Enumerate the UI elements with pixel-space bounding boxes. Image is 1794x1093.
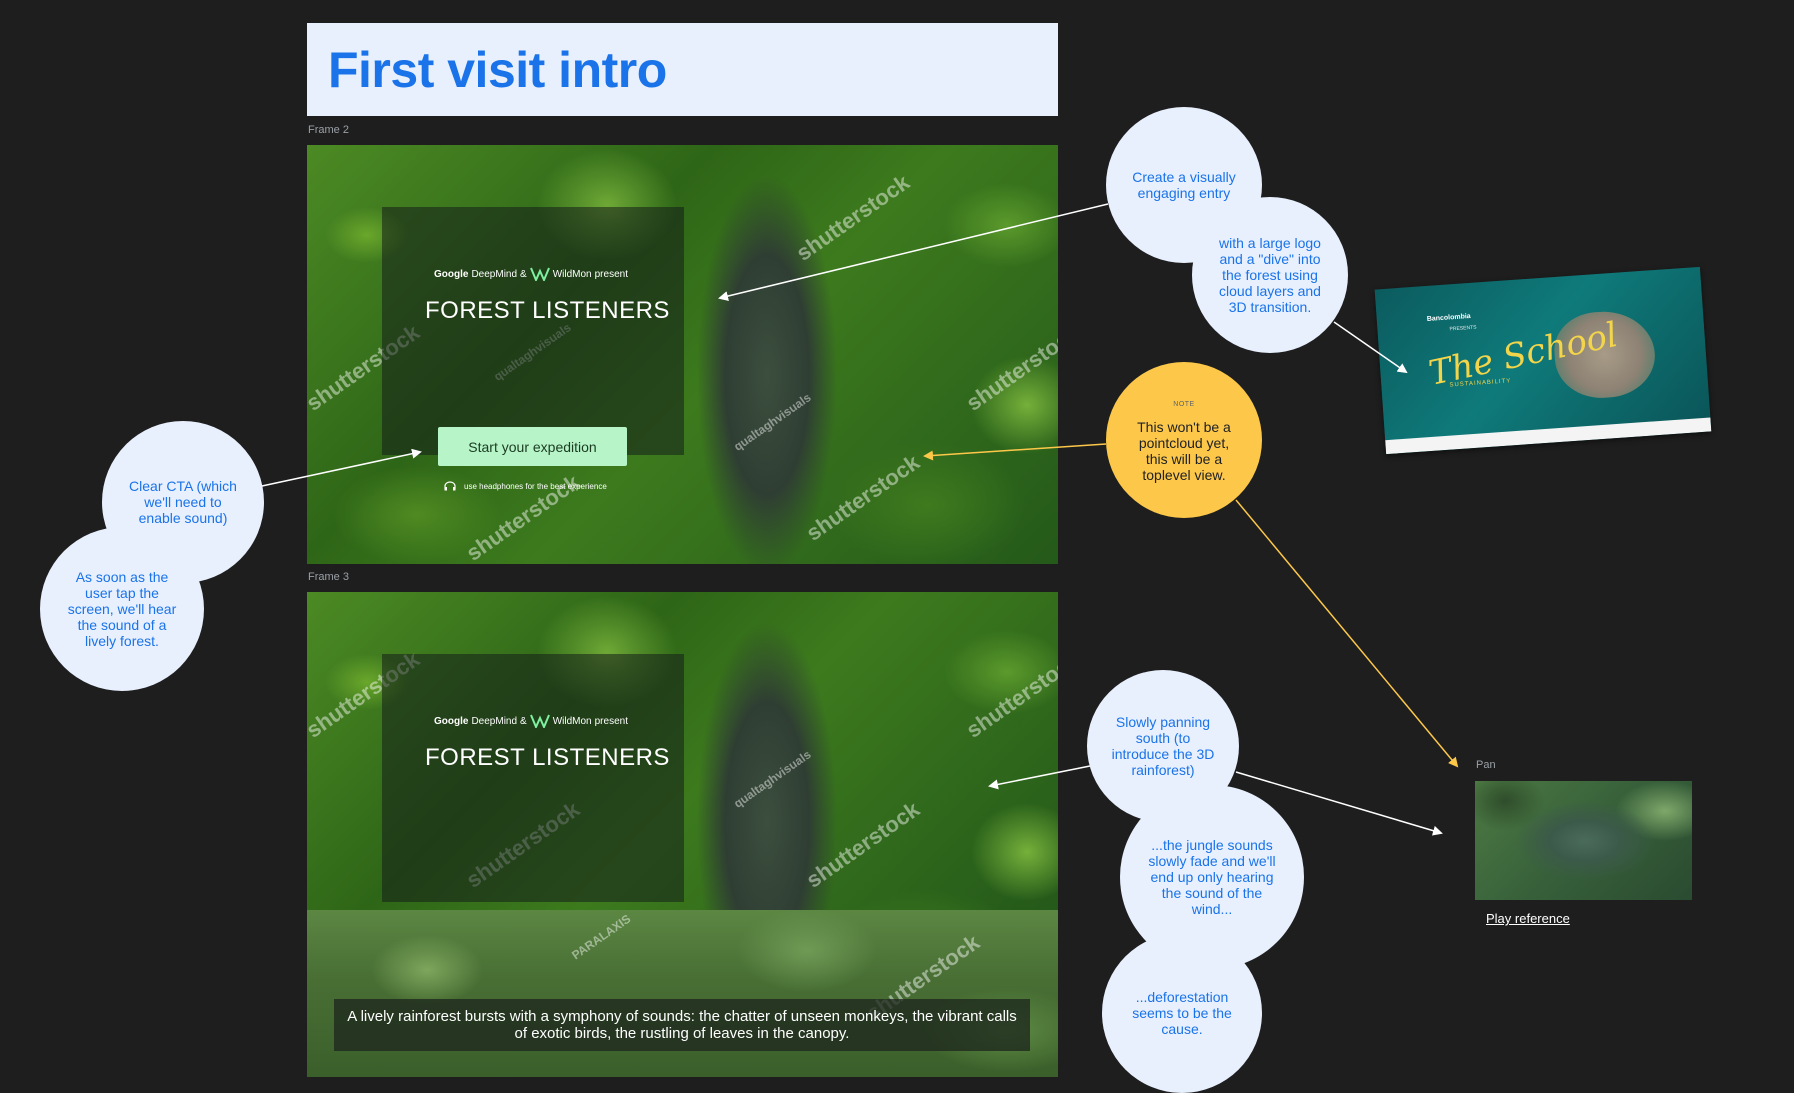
intro-caption: A lively rainforest bursts with a sympho…	[334, 999, 1030, 1051]
note-deforestation: ...deforestation seems to be the cause.	[1102, 933, 1262, 1093]
arrow-cta	[261, 448, 422, 487]
arrow-logo	[1333, 321, 1408, 374]
frame-3-label: Frame 3	[308, 571, 349, 583]
note-tap: As soon as the user tap the screen, we'l…	[40, 527, 204, 691]
brand-deepmind: DeepMind	[471, 268, 518, 280]
play-reference-link[interactable]: Play reference	[1486, 911, 1570, 926]
frame-2-label: Frame 2	[308, 124, 349, 136]
start-expedition-button[interactable]: Start your expedition	[438, 427, 627, 466]
arrow-entry	[718, 203, 1109, 301]
brand-present: present	[594, 268, 628, 280]
brand-wildmon: WildMon	[552, 715, 592, 727]
brand-amp: &	[520, 715, 527, 727]
brand-line-frame-3: Google DeepMind & WildMon present	[434, 714, 628, 728]
headphones-hint: use headphones for the best experience	[444, 481, 607, 491]
intro-panel-frame-3	[382, 654, 684, 902]
note-tag: NOTE	[1173, 401, 1195, 408]
board-title: First visit intro	[328, 42, 667, 98]
arrow-pan	[1235, 499, 1459, 768]
pan-label: Pan	[1476, 759, 1496, 771]
intro-panel	[382, 207, 684, 455]
frame-3-lower-forest: PARALAXIS shutterstock A lively rainfore…	[307, 910, 1058, 1077]
brand-line: Google DeepMind & WildMon present	[434, 267, 628, 281]
arrow-panning	[988, 765, 1091, 790]
headphones-icon	[444, 481, 456, 491]
wildmon-logo-icon	[529, 267, 550, 281]
note-pointcloud: NOTE This won't be a pointcloud yet, thi…	[1106, 362, 1262, 518]
pan-reference-image[interactable]	[1475, 781, 1692, 900]
arrow-panning-ref	[1235, 771, 1443, 836]
wildmon-logo-icon	[529, 714, 550, 728]
brand-google: Google	[434, 715, 469, 727]
brand-wildmon: WildMon	[552, 268, 592, 280]
brand-deepmind: DeepMind	[471, 715, 518, 727]
note-logo: with a large logo and a "dive" into the …	[1192, 197, 1348, 353]
brand-present: present	[594, 715, 628, 727]
intro-title: FOREST LISTENERS	[425, 297, 670, 324]
frame-3[interactable]: shutterstock shutterstock shutterstock s…	[307, 592, 1058, 910]
brand-google: Google	[434, 268, 469, 280]
frame-2[interactable]: shutterstock shutterstock shutterstock s…	[307, 145, 1058, 564]
intro-title-frame-3: FOREST LISTENERS	[425, 744, 670, 771]
brand-amp: &	[520, 268, 527, 280]
headphones-hint-text: use headphones for the best experience	[464, 481, 607, 491]
board-title-panel: First visit intro	[307, 23, 1058, 116]
note-pointcloud-text: This won't be a pointcloud yet, this wil…	[1137, 419, 1231, 483]
arrow-pointcloud	[923, 443, 1107, 461]
